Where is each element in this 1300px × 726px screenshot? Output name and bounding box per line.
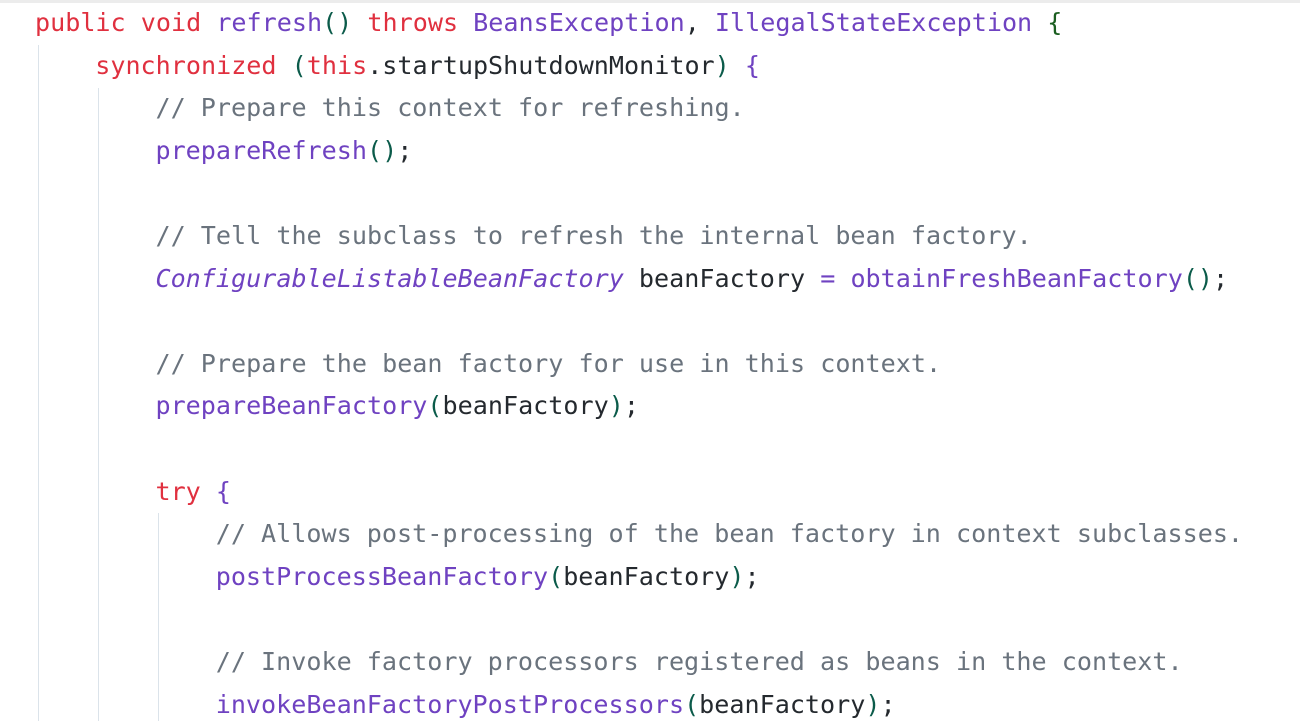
code-token: synchronized bbox=[95, 51, 276, 80]
code-token: () bbox=[1183, 264, 1213, 293]
code-token: ( bbox=[427, 391, 442, 420]
code-line[interactable]: prepareRefresh(); bbox=[35, 130, 1243, 173]
code-token: ; bbox=[745, 562, 760, 591]
code-token bbox=[201, 8, 216, 37]
code-token: prepareRefresh bbox=[155, 136, 367, 165]
code-token: beanFactory bbox=[563, 562, 729, 591]
code-token: // Prepare the bean factory for use in t… bbox=[155, 349, 941, 378]
code-token: { bbox=[745, 51, 760, 80]
code-token: ( bbox=[548, 562, 563, 591]
code-token: IllegalStateException bbox=[715, 8, 1032, 37]
code-token: obtainFreshBeanFactory bbox=[850, 264, 1182, 293]
code-token: public bbox=[35, 8, 126, 37]
code-line[interactable]: // Allows post-processing of the bean fa… bbox=[35, 513, 1243, 556]
code-token: ) bbox=[715, 51, 730, 80]
code-token: ; bbox=[397, 136, 412, 165]
code-token: beanFactory bbox=[624, 264, 820, 293]
code-line[interactable]: // Tell the subclass to refresh the inte… bbox=[35, 215, 1243, 258]
code-line[interactable] bbox=[35, 598, 1243, 641]
code-token: ; bbox=[880, 690, 895, 719]
code-token: , bbox=[685, 8, 715, 37]
code-line[interactable] bbox=[35, 172, 1243, 215]
code-token bbox=[1032, 8, 1047, 37]
code-token: ) bbox=[609, 391, 624, 420]
code-token: invokeBeanFactoryPostProcessors bbox=[216, 690, 684, 719]
code-token: try bbox=[155, 477, 200, 506]
code-line[interactable]: // Prepare this context for refreshing. bbox=[35, 87, 1243, 130]
code-token: ( bbox=[292, 51, 307, 80]
code-line[interactable]: // Prepare the bean factory for use in t… bbox=[35, 343, 1243, 386]
code-line[interactable]: synchronized (this.startupShutdownMonito… bbox=[35, 45, 1243, 88]
code-token: .startupShutdownMonitor bbox=[367, 51, 714, 80]
code-line[interactable]: try { bbox=[35, 471, 1243, 514]
code-token: ; bbox=[1213, 264, 1228, 293]
code-token: // Allows post-processing of the bean fa… bbox=[216, 519, 1243, 548]
code-token bbox=[201, 477, 216, 506]
code-editor[interactable]: public void refresh() throws BeansExcept… bbox=[35, 2, 1243, 726]
code-line[interactable]: public void refresh() throws BeansExcept… bbox=[35, 2, 1243, 45]
code-token bbox=[277, 51, 292, 80]
code-token: // Invoke factory processors registered … bbox=[216, 647, 1183, 676]
code-line[interactable] bbox=[35, 300, 1243, 343]
code-token: = bbox=[820, 264, 835, 293]
code-token bbox=[458, 8, 473, 37]
code-token bbox=[352, 8, 367, 37]
code-token: prepareBeanFactory bbox=[155, 391, 427, 420]
code-token: ( bbox=[684, 690, 699, 719]
code-token: () bbox=[367, 136, 397, 165]
code-line[interactable]: prepareBeanFactory(beanFactory); bbox=[35, 385, 1243, 428]
code-token: // Tell the subclass to refresh the inte… bbox=[155, 221, 1031, 250]
code-line[interactable] bbox=[35, 428, 1243, 471]
code-token: refresh bbox=[216, 8, 322, 37]
code-token: ) bbox=[865, 690, 880, 719]
code-token: this bbox=[307, 51, 367, 80]
code-token: throws bbox=[367, 8, 458, 37]
code-line[interactable]: invokeBeanFactoryPostProcessors(beanFact… bbox=[35, 684, 1243, 726]
code-token bbox=[835, 264, 850, 293]
code-line[interactable]: // Invoke factory processors registered … bbox=[35, 641, 1243, 684]
code-token: { bbox=[216, 477, 231, 506]
code-token: postProcessBeanFactory bbox=[216, 562, 548, 591]
code-token: ; bbox=[624, 391, 639, 420]
code-token: // Prepare this context for refreshing. bbox=[155, 93, 744, 122]
code-token: beanFactory bbox=[443, 391, 609, 420]
code-token: void bbox=[141, 8, 201, 37]
code-token: { bbox=[1047, 8, 1062, 37]
code-token: ConfigurableListableBeanFactory bbox=[155, 264, 623, 293]
code-line[interactable]: postProcessBeanFactory(beanFactory); bbox=[35, 556, 1243, 599]
code-token bbox=[126, 8, 141, 37]
code-token: BeansException bbox=[473, 8, 685, 37]
code-line[interactable]: ConfigurableListableBeanFactory beanFact… bbox=[35, 258, 1243, 301]
code-token: ) bbox=[729, 562, 744, 591]
code-token bbox=[730, 51, 745, 80]
code-token: beanFactory bbox=[699, 690, 865, 719]
code-token: () bbox=[322, 8, 352, 37]
